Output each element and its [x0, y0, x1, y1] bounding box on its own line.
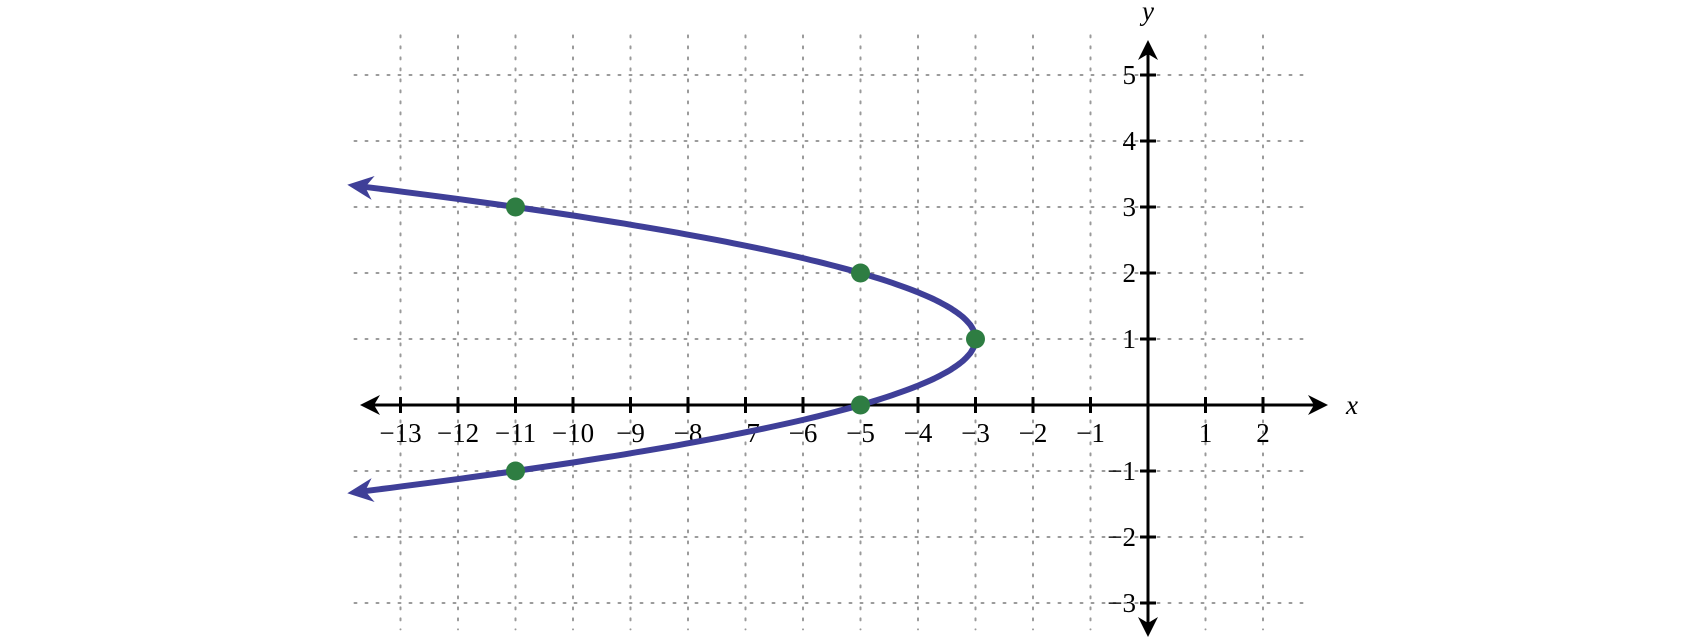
data-point	[851, 395, 870, 415]
x-tick-label: −13	[379, 418, 421, 448]
x-tick-label: 1	[1199, 418, 1213, 448]
data-point	[851, 263, 870, 283]
x-tick-label: −2	[1019, 418, 1048, 448]
x-axis-right-arrow-icon	[1308, 395, 1328, 415]
y-tick-label: −2	[1107, 522, 1136, 552]
y-tick-label: 3	[1123, 192, 1137, 222]
x-tick-label: −4	[904, 418, 933, 448]
data-point	[966, 329, 985, 349]
data-points	[506, 197, 985, 481]
ticks	[399, 73, 1265, 605]
data-point	[506, 197, 525, 217]
data-point	[506, 461, 525, 481]
x-tick-label: −11	[495, 418, 536, 448]
x-axis-title: x	[1345, 390, 1358, 420]
y-tick-label: 5	[1123, 60, 1137, 90]
x-tick-label: −3	[961, 418, 990, 448]
y-axis-down-arrow-icon	[1138, 617, 1158, 637]
curve-bottom-arrow-icon	[347, 478, 375, 502]
y-tick-label: −1	[1107, 456, 1136, 486]
axes	[360, 40, 1328, 637]
y-tick-label: 2	[1123, 258, 1137, 288]
y-tick-label: 4	[1123, 126, 1137, 156]
y-axis-up-arrow-icon	[1138, 40, 1158, 60]
x-tick-label: −9	[616, 418, 645, 448]
x-tick-label: −5	[846, 418, 875, 448]
grid	[353, 34, 1310, 631]
x-tick-label: −12	[437, 418, 479, 448]
x-axis-left-arrow-icon	[360, 395, 380, 415]
x-tick-label: −1	[1076, 418, 1105, 448]
x-tick-label: 2	[1256, 418, 1270, 448]
x-tick-label: −10	[552, 418, 594, 448]
y-tick-label: −3	[1107, 588, 1136, 618]
y-axis-title: y	[1139, 0, 1154, 26]
y-tick-label: 1	[1123, 324, 1137, 354]
curve-top-arrow-icon	[347, 176, 375, 200]
